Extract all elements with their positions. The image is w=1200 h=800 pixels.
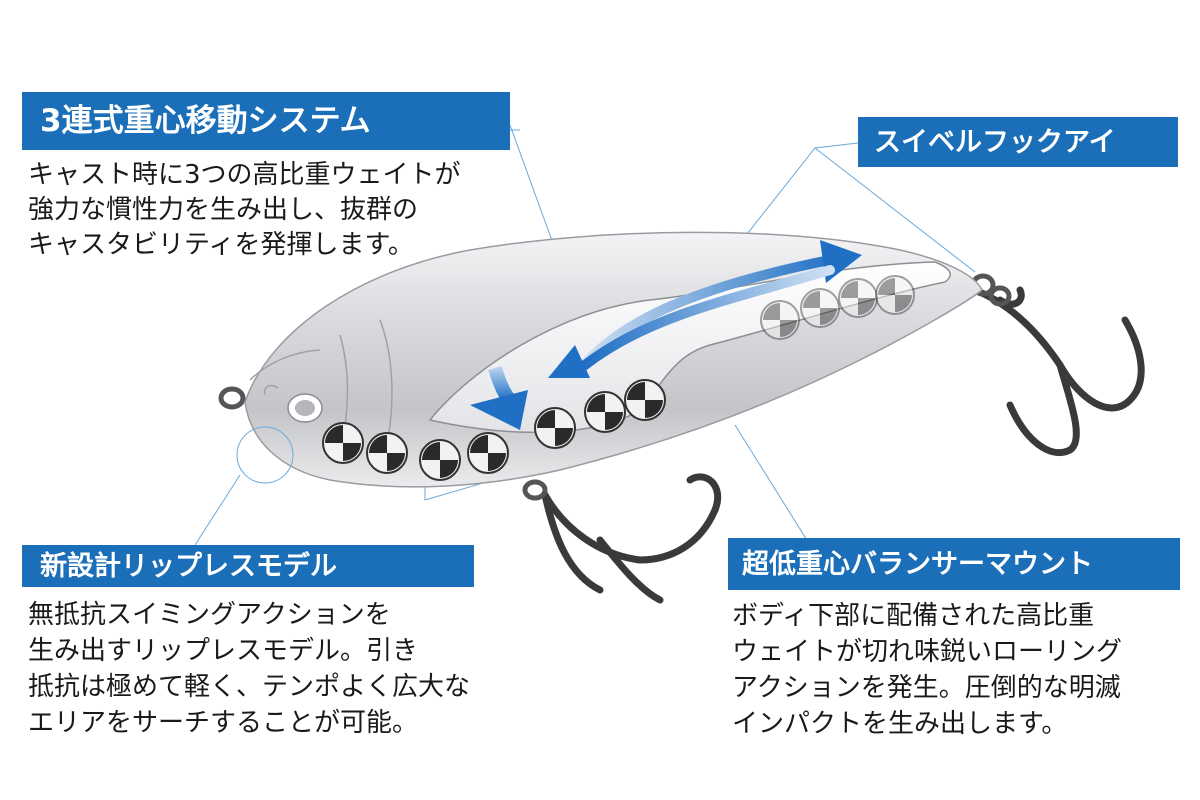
- desc-line: 無抵抗スイミングアクションを: [28, 600, 391, 630]
- tungsten-weights: [322, 275, 915, 481]
- desc-line: ウェイトが切れ味鋭いローリング: [732, 637, 1123, 667]
- callout-title-balancer: 超低重心バランサーマウント: [728, 538, 1180, 590]
- desc-line: 生み出すリップレスモデル。引き: [28, 636, 419, 666]
- weight-ball: [534, 407, 576, 449]
- callout-desc-balancer: ボディ下部に配備された高比重 ウェイトが切れ味鋭いローリング アクションを発生。…: [732, 598, 1122, 742]
- desc-line: キャスト時に3つの高比重ウェイトが: [28, 160, 461, 190]
- lure-eye-pupil: [295, 400, 315, 416]
- callout-desc-lipless: 無抵抗スイミングアクションを 生み出すリップレスモデル。引き 抵抗は極めて軽く、…: [28, 597, 470, 741]
- desc-line: インパクトを生み出します。: [732, 709, 1068, 739]
- callout-desc-weight-system: キャスト時に3つの高比重ウェイトが 強力な慣性力を生み出し、抜群の キャスタビリ…: [28, 158, 461, 263]
- leader-balancer: [734, 424, 811, 546]
- weight-movement-arrows: [470, 240, 862, 430]
- belly-treble-hook: [541, 473, 722, 604]
- weight-ball: [419, 439, 461, 481]
- desc-line: ボディ下部に配備された高比重: [732, 601, 1095, 631]
- desc-line: キャスタビリティを発揮します。: [28, 230, 414, 260]
- lipless-nose-indicator: [236, 426, 294, 484]
- callout-title-weight-system: 3連式重心移動システム: [22, 92, 510, 150]
- weight-ball: [322, 422, 364, 464]
- weight-ball: [584, 391, 626, 433]
- desc-line: 抵抗は極めて軽く、テンポよく広大な: [28, 672, 471, 702]
- callout-title-swivel: スイベルフックアイ: [858, 117, 1178, 167]
- weight-ball: [838, 278, 878, 318]
- nose-line-eye: [218, 386, 246, 410]
- desc-line: エリアをサーチすることが可能。: [28, 708, 419, 738]
- desc-line: 強力な慣性力を生み出し、抜群の: [28, 195, 419, 225]
- leader-swivel-right: [814, 147, 976, 273]
- weight-ball: [624, 379, 666, 421]
- weight-ball: [366, 432, 408, 474]
- weight-ball: [467, 432, 509, 474]
- weight-ball: [760, 300, 800, 340]
- belly-hook-eye: [522, 479, 548, 501]
- leader-lipless: [194, 474, 241, 546]
- callout-title-lipless: 新設計リップレスモデル: [22, 545, 474, 587]
- desc-line: アクションを発生。圧倒的な明滅: [732, 673, 1121, 703]
- weight-ball: [875, 275, 915, 315]
- rear-treble-hook: [971, 286, 1145, 457]
- weight-ball: [800, 288, 840, 328]
